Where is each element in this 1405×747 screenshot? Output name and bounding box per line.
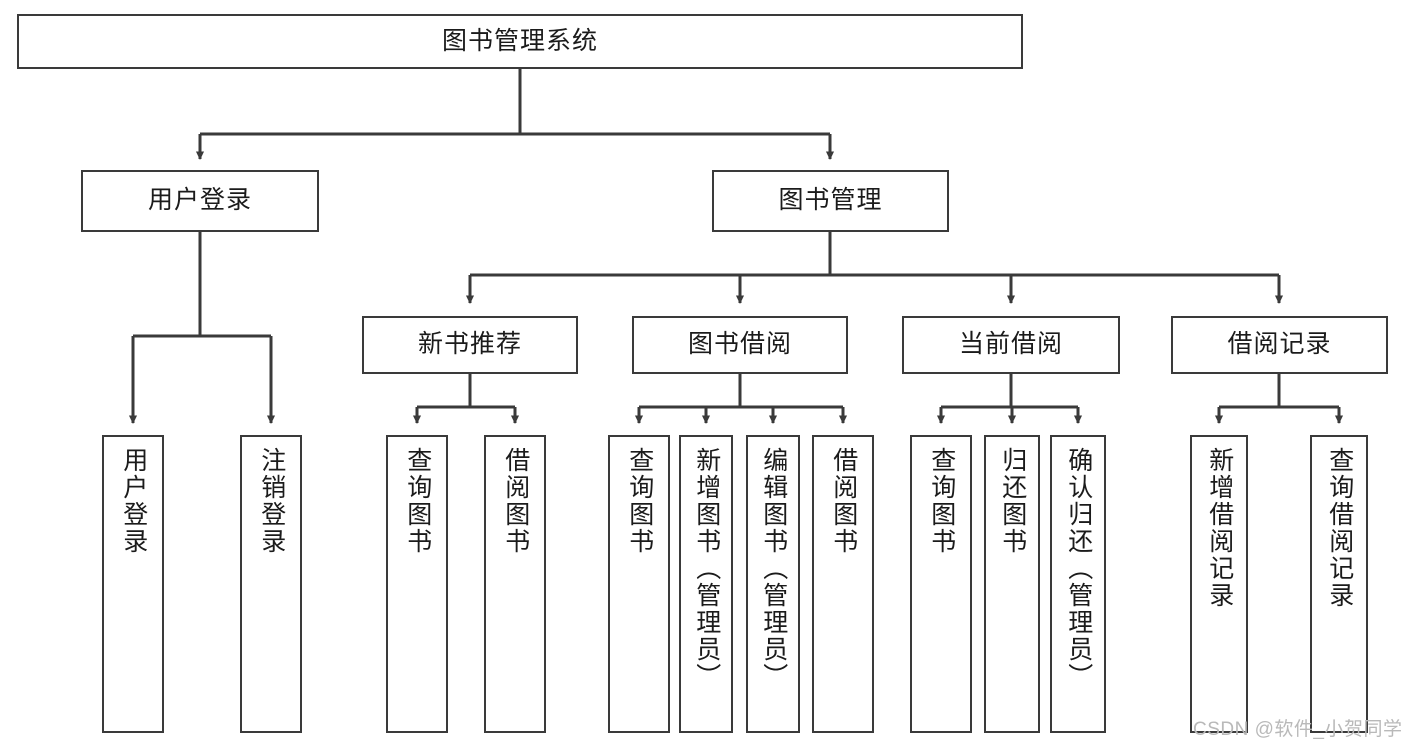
leaf-query-book-recommend[interactable]: 查询图书: [386, 435, 448, 733]
leaf-query-book-current-label: 查询图书: [927, 447, 956, 555]
node-book-borrow-label: 图书借阅: [687, 330, 792, 359]
leaf-query-borrow-record-label: 查询借阅记录: [1325, 447, 1354, 609]
leaf-borrow-book-borrow[interactable]: 借阅图书: [812, 435, 874, 733]
leaf-add-book[interactable]: 新增图书（管理员）: [679, 435, 733, 733]
node-book-manage-label: 图书管理: [778, 186, 883, 215]
leaf-confirm-return[interactable]: 确认归还（管理员）: [1050, 435, 1106, 733]
node-book-manage[interactable]: 图书管理: [712, 170, 949, 232]
leaf-query-borrow-record[interactable]: 查询借阅记录: [1310, 435, 1368, 733]
leaf-query-book-recommend-label: 查询图书: [403, 447, 432, 555]
leaf-user-login[interactable]: 用户登录: [102, 435, 164, 733]
node-borrow-record-label: 借阅记录: [1227, 330, 1332, 359]
leaf-query-book-current[interactable]: 查询图书: [910, 435, 972, 733]
node-user-login[interactable]: 用户登录: [81, 170, 319, 232]
leaf-logout-label: 注销登录: [257, 447, 286, 555]
node-current-borrow-label: 当前借阅: [958, 330, 1063, 359]
leaf-add-borrow-record[interactable]: 新增借阅记录: [1190, 435, 1248, 733]
leaf-add-borrow-record-label: 新增借阅记录: [1205, 447, 1234, 609]
leaf-return-book-label: 归还图书: [998, 447, 1027, 555]
leaf-return-book[interactable]: 归还图书: [984, 435, 1040, 733]
leaf-edit-book-label: 编辑图书（管理员）: [759, 447, 788, 690]
leaf-logout[interactable]: 注销登录: [240, 435, 302, 733]
leaf-query-book-borrow[interactable]: 查询图书: [608, 435, 670, 733]
leaf-borrow-book-recommend-label: 借阅图书: [501, 447, 530, 555]
node-user-login-label: 用户登录: [147, 186, 252, 215]
node-new-book-recommend[interactable]: 新书推荐: [362, 316, 578, 374]
node-current-borrow[interactable]: 当前借阅: [902, 316, 1120, 374]
leaf-edit-book[interactable]: 编辑图书（管理员）: [746, 435, 800, 733]
leaf-add-book-label: 新增图书（管理员）: [692, 447, 721, 690]
node-root[interactable]: 图书管理系统: [17, 14, 1023, 69]
csdn-watermark: CSDN @软件_小贺同学: [1193, 719, 1403, 740]
leaf-query-book-borrow-label: 查询图书: [625, 447, 654, 555]
leaf-user-login-label: 用户登录: [119, 447, 148, 555]
leaf-confirm-return-label: 确认归还（管理员）: [1064, 447, 1093, 690]
node-new-book-recommend-label: 新书推荐: [417, 330, 522, 359]
leaf-borrow-book-borrow-label: 借阅图书: [829, 447, 858, 555]
node-borrow-record[interactable]: 借阅记录: [1171, 316, 1388, 374]
node-root-label: 图书管理系统: [441, 26, 598, 55]
leaf-borrow-book-recommend[interactable]: 借阅图书: [484, 435, 546, 733]
node-book-borrow[interactable]: 图书借阅: [632, 316, 848, 374]
